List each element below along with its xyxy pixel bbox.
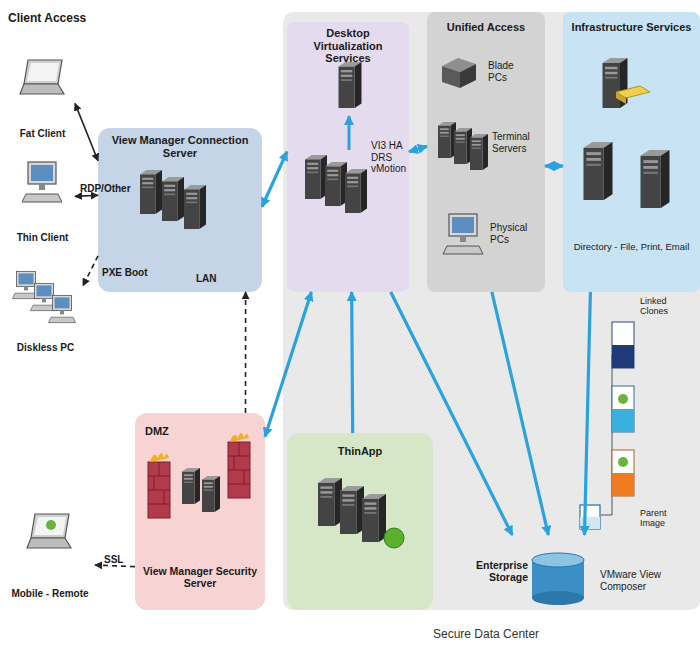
text-slot: Mobile - Remote bbox=[5, 583, 95, 601]
text-slot: RDP/Other bbox=[80, 178, 150, 196]
dashed-connector bbox=[95, 565, 135, 567]
dashed-connector bbox=[245, 292, 247, 413]
text-slot: PXE Boot bbox=[102, 262, 162, 280]
node-text: Directory - File, Print, Email bbox=[574, 242, 690, 253]
part-label: Linked Clones bbox=[640, 296, 668, 317]
edge-label: RDP/Other bbox=[80, 183, 131, 195]
text-slot: Desktop Virtualization Services bbox=[291, 27, 405, 66]
access-item: Blade PCs bbox=[434, 50, 542, 105]
data-center-region: Secure Data CenterDesktop Virtualization… bbox=[283, 12, 700, 610]
connector-arrow bbox=[492, 292, 548, 535]
connector-arrow bbox=[584, 292, 590, 535]
service-box: Unified AccessBlade PCsTerminal ServersP… bbox=[427, 12, 545, 292]
text-slot: Client Access bbox=[8, 8, 148, 26]
text-slot: ThinApp bbox=[297, 441, 423, 459]
client-device: Diskless PC bbox=[8, 262, 83, 357]
text-slot: VMware View Composer bbox=[600, 569, 676, 594]
node-heading: Physical PCs bbox=[490, 222, 527, 245]
node-text: LAN bbox=[196, 273, 217, 285]
node-text: VI3 HA DRS vMotion bbox=[371, 140, 406, 175]
dmz-box: DMZ View Manager Security Server bbox=[135, 413, 265, 610]
service-box: Desktop Virtualization ServicesVI3 HA DR… bbox=[287, 22, 409, 292]
client-device: Mobile - Remote bbox=[5, 505, 95, 605]
text-slot: VI3 HA DRS vMotion bbox=[371, 140, 409, 176]
text-slot: SSL bbox=[104, 549, 134, 567]
connector-arrow bbox=[352, 292, 353, 433]
access-item: Physical PCs bbox=[434, 200, 542, 270]
text-slot: Enterprise Storage bbox=[444, 559, 528, 585]
connector-arrow bbox=[265, 292, 311, 437]
node-heading: Infrastructure Services bbox=[572, 21, 692, 34]
node-heading: ThinApp bbox=[338, 445, 383, 458]
text-slot: Secure Data Center bbox=[433, 624, 593, 642]
client-device: Fat Client bbox=[10, 55, 75, 143]
text-slot: Physical PCs bbox=[490, 222, 540, 247]
text-slot: Parent Image bbox=[640, 508, 690, 530]
storage-node: Enterprise Storage VMware View Composer bbox=[440, 535, 698, 610]
node-heading: Desktop Virtualization Services bbox=[291, 27, 405, 65]
dashed-connector bbox=[83, 256, 98, 286]
node-heading: Fat Client bbox=[20, 128, 66, 140]
node-heading: Thin Client bbox=[17, 232, 69, 244]
text-slot: Unified Access bbox=[431, 17, 541, 35]
service-box: ThinApp bbox=[287, 433, 433, 610]
connector-arrow bbox=[75, 195, 98, 196]
text-slot: DMZ bbox=[145, 421, 205, 439]
node-text: View Manager Security Server bbox=[140, 565, 260, 589]
node-heading: Enterprise Storage bbox=[476, 559, 528, 583]
node-heading: Secure Data Center bbox=[433, 628, 539, 642]
client-device: Thin Client bbox=[10, 155, 75, 247]
text-slot: Diskless PC bbox=[8, 337, 83, 355]
service-box: Infrastructure ServicesDirectory - File,… bbox=[563, 12, 700, 292]
node-text: VMware View Composer bbox=[600, 569, 676, 592]
part-label: Parent Image bbox=[640, 508, 667, 529]
node-heading: Terminal Servers bbox=[492, 131, 530, 154]
text-slot: Terminal Servers bbox=[492, 131, 540, 156]
edge-label: SSL bbox=[104, 554, 123, 566]
text-slot: Linked Clones bbox=[640, 296, 690, 318]
node-heading: Diskless PC bbox=[17, 342, 74, 354]
connector-arrow bbox=[262, 152, 287, 207]
node-heading: Unified Access bbox=[447, 21, 525, 34]
edge-label: PXE Boot bbox=[102, 267, 148, 279]
node-heading: Blade PCs bbox=[488, 60, 514, 83]
connector-arrow bbox=[409, 146, 427, 151]
text-slot: View Manager Connection Server bbox=[106, 134, 254, 161]
section-heading: Client Access bbox=[8, 12, 86, 26]
connector-arrow bbox=[545, 164, 563, 167]
text-slot: Infrastructure Services bbox=[569, 17, 694, 35]
access-item: Terminal Servers bbox=[434, 115, 542, 187]
text-slot: Directory - File, Print, Email bbox=[565, 236, 698, 254]
text-slot: LAN bbox=[196, 268, 230, 286]
text-slot: Thin Client bbox=[5, 227, 80, 245]
node-heading: DMZ bbox=[145, 425, 169, 438]
node-heading: Mobile - Remote bbox=[11, 588, 88, 600]
connector-arrow bbox=[75, 103, 98, 160]
text-slot: Fat Client bbox=[5, 123, 80, 141]
text-slot: View Manager Security Server bbox=[140, 565, 260, 591]
connector-arrow bbox=[391, 292, 513, 535]
node-heading: View Manager Connection Server bbox=[106, 134, 254, 159]
text-slot: Blade PCs bbox=[488, 60, 540, 85]
